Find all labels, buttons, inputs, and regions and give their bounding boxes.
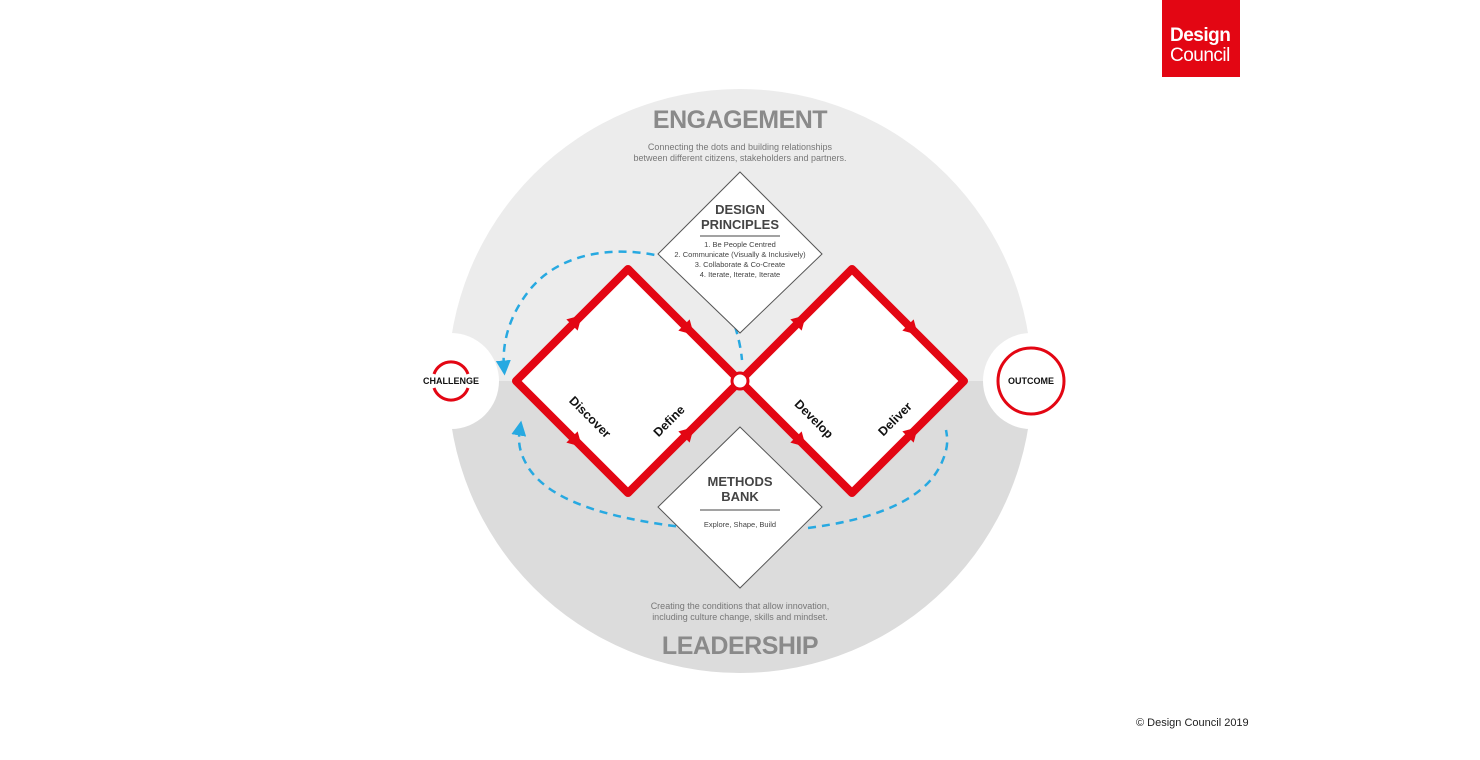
diamond-arrows <box>566 315 918 447</box>
design-principles-box: DESIGN PRINCIPLES 1. Be People Centred 2… <box>657 171 823 334</box>
design-principle-4: 4. Iterate, Iterate, Iterate <box>700 270 780 279</box>
arrow-discover-up <box>566 315 582 331</box>
arrow-discover-down <box>566 431 582 447</box>
engagement-desc-2: between different citizens, stakeholders… <box>634 153 847 163</box>
design-principles-title-2: PRINCIPLES <box>701 217 779 232</box>
arrow-define-down <box>678 319 694 335</box>
design-principles-diamond <box>657 171 823 334</box>
logo-line-1: Design <box>1170 25 1231 46</box>
methods-bank-box: METHODS BANK Explore, Shape, Build <box>657 426 823 589</box>
methods-bank-title-2: BANK <box>721 489 759 504</box>
arrow-deliver-down <box>902 319 918 335</box>
arrow-develop-up <box>790 315 806 331</box>
engagement-title: ENGAGEMENT <box>653 106 827 134</box>
logo-line-2: Council <box>1170 45 1230 66</box>
arrow-deliver-up <box>902 427 918 443</box>
outcome-node: OUTCOME <box>996 346 1066 416</box>
methods-bank-title-1: METHODS <box>708 474 773 489</box>
challenge-ring-top <box>432 360 470 375</box>
centre-junction <box>730 371 750 391</box>
outcome-ring <box>996 346 1066 416</box>
challenge-node: CHALLENGE <box>423 360 479 402</box>
leadership-desc-2: including culture change, skills and min… <box>652 612 828 622</box>
outcome-label: OUTCOME <box>1008 376 1054 386</box>
loop-arrow-bottom-left <box>511 420 691 530</box>
challenge-ring-bottom <box>432 387 470 402</box>
design-principle-2: 2. Communicate (Visually & Inclusively) <box>674 250 806 259</box>
challenge-disc <box>403 333 499 429</box>
design-council-logo: Design Council <box>1162 0 1240 77</box>
copyright-notice: © Design Council 2019 <box>1136 717 1249 729</box>
design-principle-1: 1. Be People Centred <box>704 240 776 249</box>
loop-arrow-top-left <box>495 250 669 376</box>
methods-bank-diamond <box>657 426 823 589</box>
design-principles-title-1: DESIGN <box>715 202 765 217</box>
challenge-label: CHALLENGE <box>423 376 479 386</box>
loop-arrow-bottom-right <box>807 429 949 530</box>
leadership-desc-1: Creating the conditions that allow innov… <box>651 601 830 611</box>
arrow-define-up <box>678 427 694 443</box>
engagement-desc-1: Connecting the dots and building relatio… <box>648 142 833 152</box>
design-principle-3: 3. Collaborate & Co-Create <box>695 260 785 269</box>
arrow-develop-down <box>790 431 806 447</box>
leadership-title: LEADERSHIP <box>662 632 818 660</box>
methods-bank-subtitle: Explore, Shape, Build <box>704 520 776 529</box>
